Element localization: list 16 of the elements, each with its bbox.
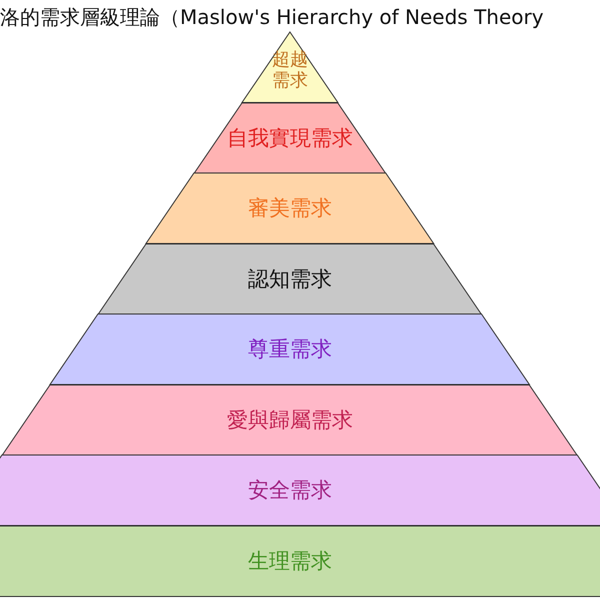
- layer-label: 超越需求: [270, 48, 309, 90]
- layer-label: 尊重需求: [246, 337, 333, 362]
- diagram-title: 洛的需求層級理論（Maslow's Hierarchy of Needs Theory: [0, 4, 544, 31]
- layer-label: 自我實現需求: [226, 126, 354, 150]
- layer-label: 認知需求: [246, 266, 333, 291]
- pyramid-layer: [98, 244, 482, 314]
- pyramid-layer: [50, 314, 530, 384]
- pyramid-layer: [194, 102, 386, 173]
- layer-label: 生理需求: [247, 548, 333, 573]
- layer-label: 審美需求: [246, 196, 333, 220]
- layer-label: 愛與歸屬需求: [226, 408, 354, 432]
- pyramid-layer: [0, 526, 600, 596]
- layer-label: 安全需求: [247, 478, 333, 502]
- pyramid-layer: [2, 384, 578, 455]
- pyramid-layer: [0, 455, 600, 526]
- pyramid-layer: [146, 173, 434, 244]
